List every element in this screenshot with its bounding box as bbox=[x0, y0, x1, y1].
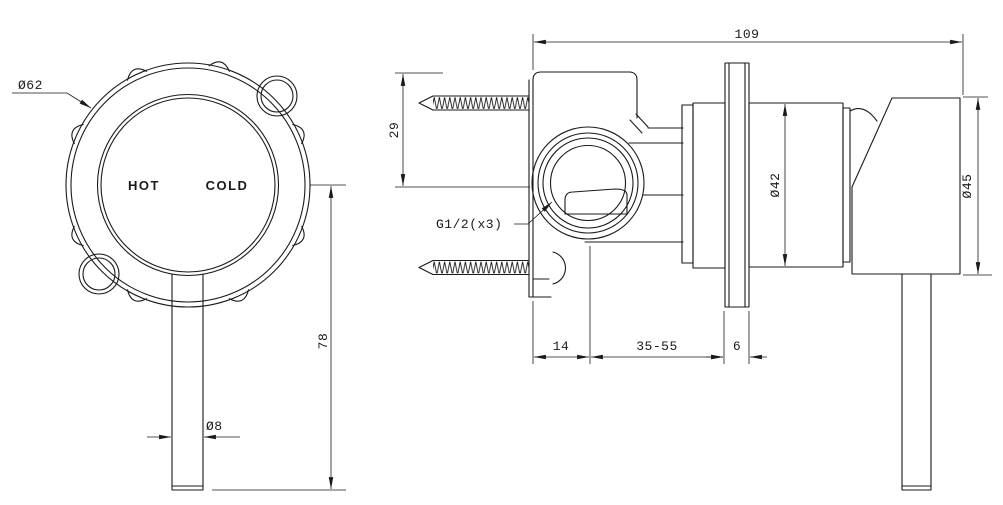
dim-trim-diameter: Ø42 bbox=[768, 173, 783, 198]
dim-handle-length-lines bbox=[212, 184, 346, 491]
handle-lever-side bbox=[901, 273, 932, 491]
pivot-arc bbox=[849, 108, 878, 122]
dim-overall-depth-lines bbox=[532, 34, 964, 95]
dim-handle-length: 78 bbox=[316, 333, 331, 350]
mounting-screw-top bbox=[418, 95, 530, 111]
dim-wall-thickness-range: 35-55 bbox=[636, 339, 678, 354]
bottom-dimension-lines bbox=[532, 246, 767, 364]
handle-body bbox=[849, 97, 961, 275]
handle-lever-front bbox=[171, 273, 204, 491]
dim-overall-depth: 109 bbox=[735, 27, 760, 42]
dim-handle-hub-diameter-lines bbox=[963, 96, 992, 276]
dim-body-depth: 14 bbox=[553, 339, 570, 354]
front-view: HOT COLD Ø62 78 Ø8 bbox=[12, 61, 346, 491]
mixer-faceplate bbox=[65, 61, 311, 308]
dim-handle-hub-diameter: Ø45 bbox=[960, 174, 975, 199]
label-inlet-thread: G1/2(x3) bbox=[436, 217, 502, 232]
label-hot: HOT bbox=[128, 178, 160, 193]
dim-handle-rod-diameter: Ø8 bbox=[206, 419, 223, 434]
mounting-screw-bottom bbox=[418, 259, 530, 276]
valve-body bbox=[528, 71, 684, 298]
trim-sleeve bbox=[748, 102, 851, 268]
wall-hub bbox=[681, 102, 726, 269]
dim-screw-to-center-lines bbox=[395, 72, 530, 188]
inlet-boss bbox=[531, 126, 645, 240]
ear-lug-top-right bbox=[256, 75, 298, 117]
label-inlet-thread-leader bbox=[514, 201, 553, 225]
wall-plate bbox=[724, 62, 750, 308]
label-cold: COLD bbox=[206, 178, 249, 193]
side-view: 109 29 G1/2(x3) Ø42 Ø45 bbox=[387, 27, 992, 491]
dim-faceplate-diameter: Ø62 bbox=[18, 78, 43, 93]
rim-notches bbox=[71, 61, 305, 302]
ear-lug-bottom-left bbox=[78, 253, 120, 295]
lower-lug bbox=[552, 251, 566, 285]
dim-faceplate-diameter-leader bbox=[12, 92, 92, 109]
cartridge-window bbox=[564, 188, 628, 215]
dim-plate-thickness: 6 bbox=[733, 339, 741, 354]
dim-screw-to-center: 29 bbox=[387, 122, 402, 139]
